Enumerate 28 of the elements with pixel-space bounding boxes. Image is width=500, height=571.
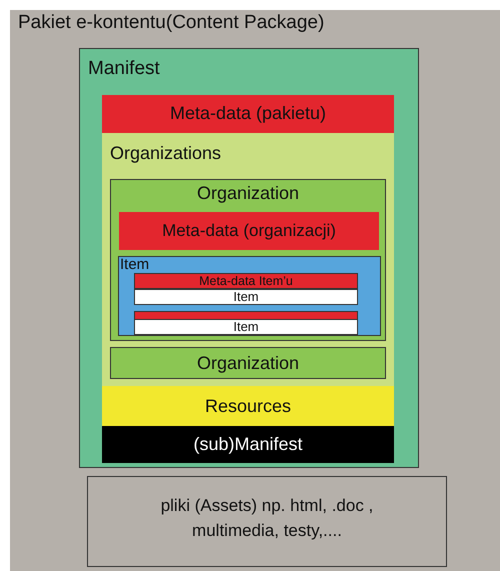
item-bar	[134, 289, 358, 305]
node-label: Organizations	[110, 143, 222, 164]
package-panel	[10, 10, 500, 571]
manifest-panel	[79, 48, 419, 468]
node-label: Organization	[196, 183, 300, 204]
node-label: pliki (Assets) np. html, .doc , multimedia, testy,....	[160, 495, 374, 542]
resources-bar	[102, 386, 394, 426]
node-label: Item	[232, 290, 260, 305]
assets-box	[87, 476, 447, 567]
node-label: Resources	[204, 396, 292, 417]
organizations-panel	[102, 133, 394, 386]
node-label: Organization	[196, 353, 300, 374]
submanifest-bar	[102, 426, 394, 463]
node-label: Meta-data (pakietu)	[168, 103, 328, 124]
node-label: Manifest	[88, 58, 160, 80]
node-label: Meta-data Item’u	[198, 274, 294, 288]
metadata-bar	[119, 212, 379, 250]
item-panel	[118, 256, 381, 336]
node-label: Pakiet e-kontentu(Content Package)	[18, 12, 324, 34]
node-label: Item	[120, 256, 150, 274]
item-bar	[134, 319, 358, 335]
node-label: (sub)Manifest	[192, 434, 304, 455]
organization-panel	[110, 179, 386, 341]
metadata-bar	[134, 273, 358, 289]
node-label: Item	[232, 320, 260, 335]
metadata-bar	[102, 95, 394, 133]
organization-bar	[110, 347, 386, 379]
node-label: Meta-data (organizacji)	[161, 221, 337, 241]
